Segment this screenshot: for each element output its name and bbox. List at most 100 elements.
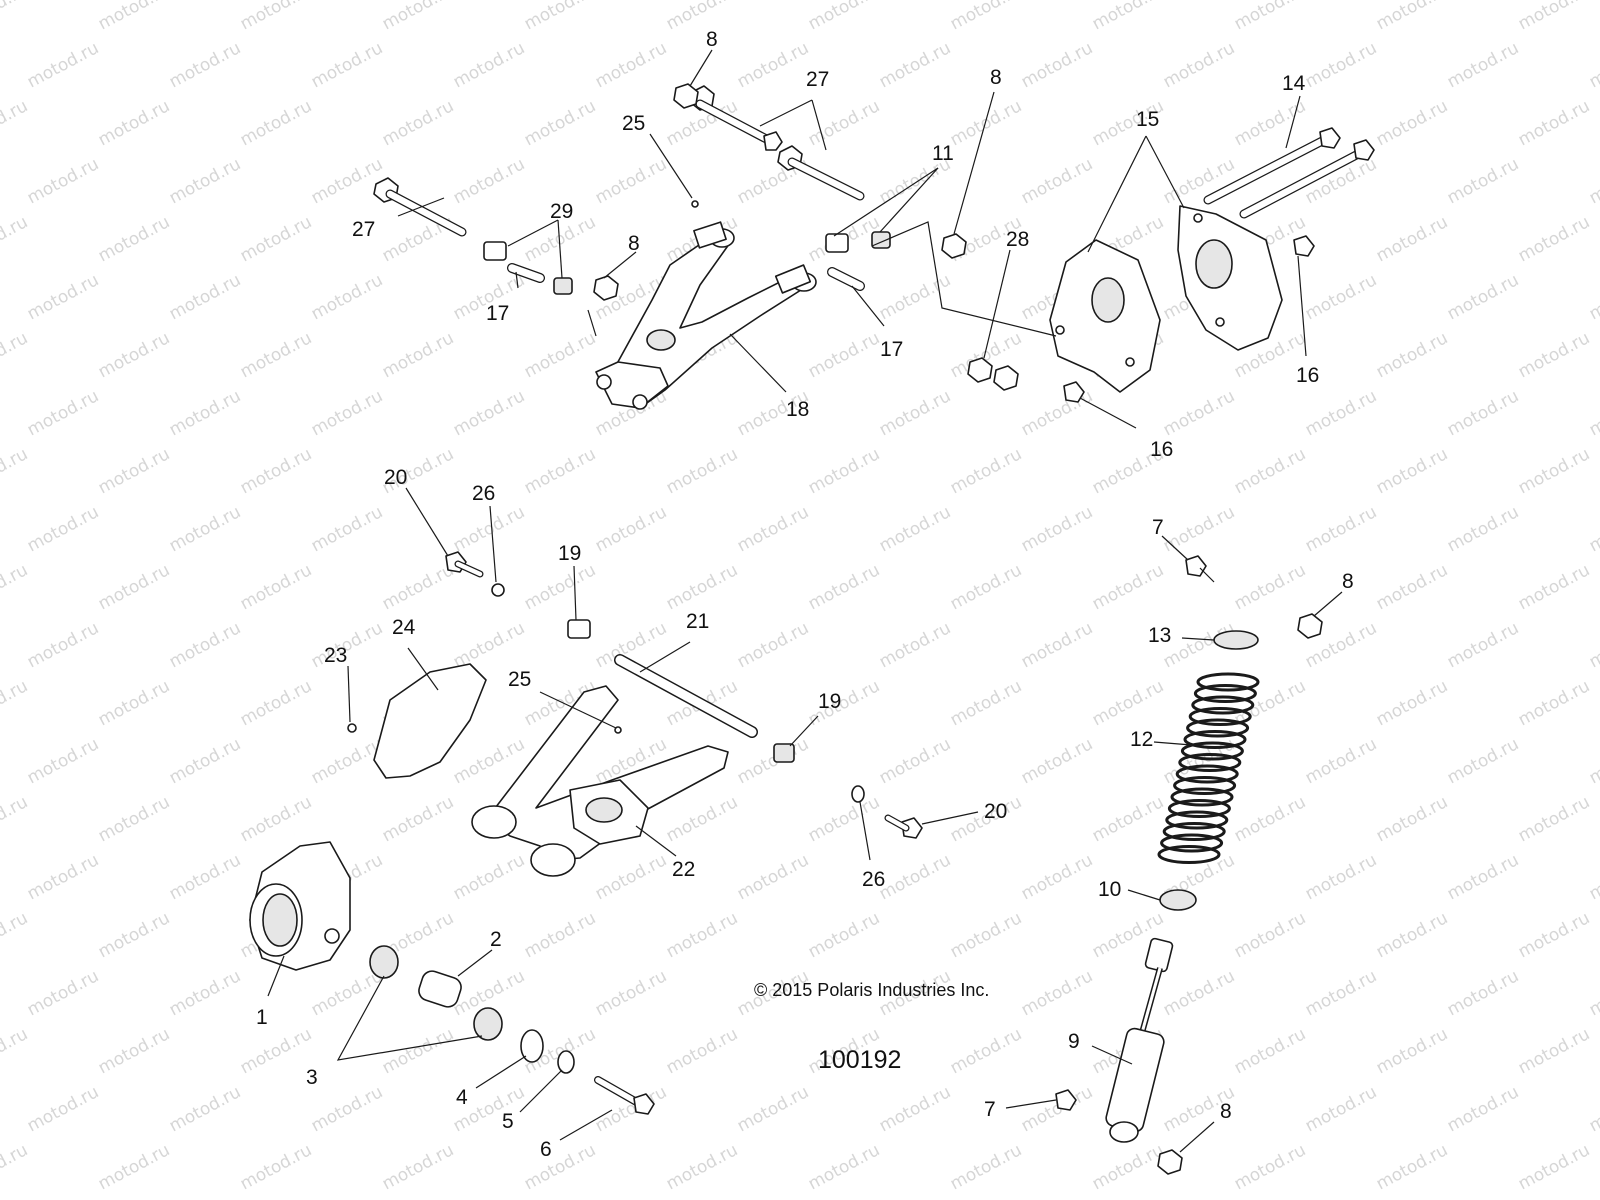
watermark-text: motod.ru — [95, 1024, 173, 1078]
bearing-cup-3-b — [473, 1007, 503, 1041]
copyright-notice: © 2015 Polaris Industries Inc. — [754, 980, 989, 1000]
watermark-text: motod.ru — [450, 850, 528, 904]
callout-29: 29 — [550, 200, 573, 223]
watermark-text: motod.ru — [734, 618, 812, 672]
callout-9: 9 — [1068, 1030, 1080, 1053]
watermark-text: motod.ru — [24, 850, 102, 904]
watermark-text: motod.ru — [1160, 966, 1238, 1020]
watermark-text: motod.ru — [876, 270, 954, 324]
frame-bracket-15-right — [1177, 205, 1283, 351]
watermark-text: motod.ru — [166, 1082, 244, 1136]
watermark-text: motod.ru — [947, 96, 1025, 150]
spring-coil — [1170, 787, 1234, 807]
watermark-text: motod.ru — [663, 792, 741, 846]
watermark-text: motod.ru — [663, 1140, 741, 1194]
watermark-text: motod.ru — [876, 38, 954, 92]
spring-coil — [1162, 822, 1226, 841]
watermark-text: motod.ru — [521, 0, 599, 34]
watermark-text: motod.ru — [1373, 0, 1451, 34]
callout-19-lower: 19 — [818, 690, 841, 713]
callout-6: 6 — [540, 1138, 552, 1161]
watermark-text: motod.ru — [734, 734, 812, 788]
callout-labels: 8 27 25 8 14 15 11 29 27 8 28 17 17 16 1… — [256, 28, 1354, 1161]
watermark-text: motod.ru — [0, 676, 31, 730]
washer-4 — [520, 1029, 544, 1063]
shock-absorber-9 — [1105, 937, 1174, 1143]
callout-16-right: 16 — [1296, 364, 1319, 387]
watermark-text: motod.ru — [1444, 1082, 1522, 1136]
watermark-text: motod.ru — [592, 1082, 670, 1136]
spacer-2 — [418, 970, 462, 1008]
coil-spring-12 — [1157, 672, 1260, 864]
watermark-text: motod.ru — [663, 1024, 741, 1078]
callout-27-left: 27 — [352, 218, 375, 241]
watermark-text: motod.ru — [450, 386, 528, 440]
callout-12: 12 — [1130, 728, 1153, 751]
watermark-text: motod.ru — [663, 0, 741, 34]
watermark-text: motod.ru — [24, 270, 102, 324]
nut-8-top — [673, 83, 699, 109]
watermark-text: motod.ru — [521, 328, 599, 382]
watermark-text: motod.ru — [308, 502, 386, 556]
spring-coil — [1178, 753, 1242, 772]
watermark-text: motod.ru — [805, 0, 883, 34]
watermark-text: motod.ru — [308, 270, 386, 324]
watermark-text: motod.ru — [237, 212, 315, 266]
watermark-text: motod.ru — [1302, 38, 1380, 92]
callout-20-lower: 20 — [984, 800, 1007, 823]
spring-retainer-10 — [1159, 889, 1197, 911]
watermark-text: motod.ru — [876, 502, 954, 556]
watermark-text: motod.ru — [308, 1082, 386, 1136]
watermark-text: motod.ru — [0, 212, 31, 266]
spring-coil — [1191, 695, 1255, 715]
watermark-text: motod.ru — [1018, 1082, 1096, 1136]
watermark-text: motod.ru — [805, 1140, 883, 1194]
nut-8-shock-top — [1297, 613, 1323, 639]
watermark-text: motod.ru — [1302, 1082, 1380, 1136]
watermark-text: motod.ru — [1444, 734, 1522, 788]
watermark-text: motod.ru — [379, 1140, 457, 1194]
callout-22: 22 — [672, 858, 695, 881]
callout-5: 5 — [502, 1110, 514, 1133]
watermark-text: motod.ru — [1018, 38, 1096, 92]
bushing-19-lower — [773, 743, 795, 763]
watermark-text: motod.ru — [663, 560, 741, 614]
watermark-text: motod.ru — [734, 850, 812, 904]
callout-26-lower: 26 — [862, 868, 885, 891]
watermark-text: motod.ru — [663, 444, 741, 498]
watermark-text: motod.ru — [95, 676, 173, 730]
watermark-text: motod.ru — [450, 618, 528, 672]
watermark-text: motod.ru — [1018, 386, 1096, 440]
watermark-text: motod.ru — [166, 618, 244, 672]
watermark-text: motod.ru — [379, 0, 457, 34]
watermark-text: motod.ru — [1515, 444, 1593, 498]
watermark-text: motod.ru — [1302, 386, 1380, 440]
watermark-text: motod.ru — [947, 444, 1025, 498]
watermark-text: motod.ru — [1089, 0, 1167, 34]
watermark-text: motod.ru — [947, 1140, 1025, 1194]
grease-fitting-25-upper — [691, 200, 699, 208]
bolt-7-upper — [1185, 555, 1207, 577]
watermark-text: motod.ru — [1515, 1024, 1593, 1078]
watermark-text: motod.ru — [1586, 618, 1600, 672]
watermark-text: motod.ru — [521, 1140, 599, 1194]
watermark-text: motod.ru — [1373, 444, 1451, 498]
watermark-text: motod.ru — [24, 618, 102, 672]
watermark-text: motod.ru — [95, 212, 173, 266]
bolt-20-upper — [445, 551, 484, 578]
watermark-text: motod.ru — [1373, 96, 1451, 150]
watermark-text: motod.ru — [166, 850, 244, 904]
callout-24: 24 — [392, 616, 416, 639]
diagram-number: 100192 — [818, 1046, 901, 1074]
watermark-text: motod.ru — [876, 618, 954, 672]
watermark-text: motod.ru — [734, 38, 812, 92]
bolt-27-upper — [689, 85, 783, 151]
callout-21: 21 — [686, 610, 709, 633]
watermark-text: motod.ru — [1160, 38, 1238, 92]
watermark-text: motod.ru — [95, 908, 173, 962]
bolt-14 — [1203, 127, 1375, 219]
watermark-text: motod.ru — [1018, 502, 1096, 556]
watermark-text: motod.ru — [805, 444, 883, 498]
